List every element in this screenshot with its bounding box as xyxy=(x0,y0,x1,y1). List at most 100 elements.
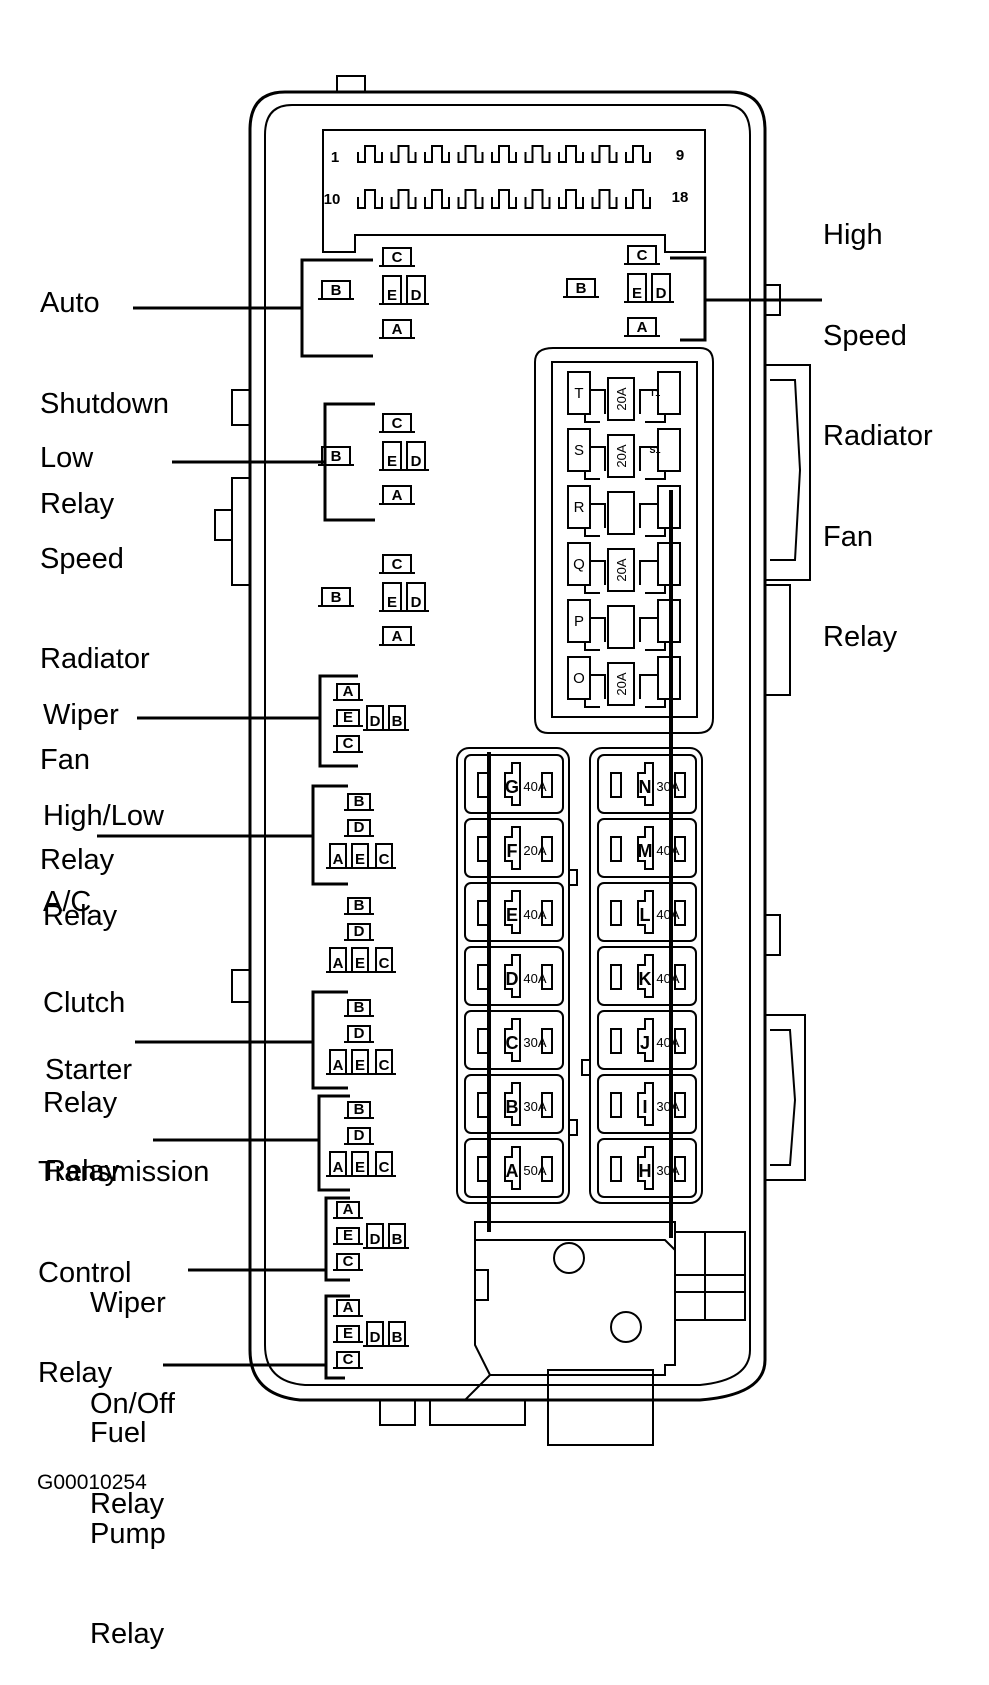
relay-high-speed-fan-pin-c: C xyxy=(624,245,660,265)
maxi-block-right-tab xyxy=(581,1059,591,1076)
bracket-trans xyxy=(153,1094,350,1192)
bracket-wiper-hl xyxy=(137,674,358,768)
maxi-fuse-rating: 40A xyxy=(523,907,546,922)
relay-pin-letter: A xyxy=(343,1299,354,1316)
connector-pin xyxy=(390,189,417,209)
housing-top-tab xyxy=(336,75,366,93)
relay-pin-letter: D xyxy=(656,285,667,302)
connector-pin xyxy=(625,189,651,209)
housing-bottom-tab-2 xyxy=(429,1399,526,1426)
terminal-block-ledge xyxy=(475,1239,676,1251)
housing-right-latch-1b xyxy=(770,379,802,561)
relay-wiper-on-off-pin-a: A xyxy=(333,1201,363,1219)
mini-fuse-block-outline xyxy=(534,347,714,734)
relay-pin-letter: E xyxy=(632,285,642,302)
maxi-fuse-rating: 30A xyxy=(656,1163,679,1178)
connector-pin xyxy=(625,145,651,163)
connector-pin xyxy=(524,189,551,209)
relay-spare-1-pin-c: C xyxy=(379,554,415,574)
relay-pin-letter: A xyxy=(343,1201,354,1218)
label-transmission-control-relay: Transmission Control Relay xyxy=(38,1156,210,1389)
relay-pin-letter: E xyxy=(343,1325,353,1342)
housing-right-latch-2 xyxy=(765,1014,806,1181)
maxi-block-left-tab-2 xyxy=(568,1119,578,1136)
relay-pin-letter: D xyxy=(370,713,381,730)
relay-pin-letter: C xyxy=(637,247,648,264)
terminal-block-right-rail xyxy=(675,1231,746,1321)
connector-pin xyxy=(591,189,618,209)
terminal-block-outline xyxy=(474,1221,676,1376)
bracket-starter xyxy=(135,990,348,1090)
relay-fuel-pump-pin-c: C xyxy=(333,1351,363,1369)
relay-ac-clutch-pin-a: A xyxy=(326,843,350,869)
maxi-fuse-rating: 40A xyxy=(656,907,679,922)
relay-pin-letter: B xyxy=(331,589,342,606)
maxi-fuse-h: H 30A xyxy=(597,1138,697,1198)
maxi-fuse-letter: G xyxy=(505,777,519,797)
bracket-low-speed-fan xyxy=(172,402,375,522)
label-fuel-pump-relay: Fuel Pump Relay xyxy=(90,1417,166,1650)
relay-pin-letter: C xyxy=(343,1351,354,1368)
bracket-high-speed-fan xyxy=(670,256,822,342)
terminal-block-notch xyxy=(475,1269,489,1301)
maxi-fuse-letter: K xyxy=(639,969,652,989)
label-ac-clutch-relay: A/C Clutch Relay xyxy=(43,886,126,1119)
relay-auto-shutdown-pin-b: B xyxy=(318,280,354,300)
relay-pin-letter: A xyxy=(637,319,648,336)
relay-pin-letter: E xyxy=(387,287,397,304)
relay-spare-1-pin-b: B xyxy=(318,587,354,607)
relay-ac-clutch-pin-e: E xyxy=(348,843,372,869)
bracket-fuel-pump xyxy=(163,1294,350,1380)
mini-fuse-letter: P xyxy=(574,613,584,630)
relay-pin-letter: D xyxy=(354,923,365,940)
relay-auto-shutdown-pin-e: E xyxy=(379,275,405,305)
relay-pin-letter: D xyxy=(354,819,365,836)
relay-ac-clutch-pin-c: C xyxy=(372,843,396,869)
relay-wiper-high-low-pin-b: B xyxy=(385,705,409,731)
relay-spare-2-pin-a: A xyxy=(326,947,350,973)
mini-fuse-rating: 20A xyxy=(614,558,629,581)
relay-auto-shutdown-pin-c: C xyxy=(379,247,415,267)
label-wiper-high-low-relay: Wiper High/Low Relay xyxy=(43,699,164,932)
relay-transmission-control-pin-a: A xyxy=(326,1151,350,1177)
mini-fuse-rating: 20A xyxy=(614,444,629,467)
connector-number-9: 9 xyxy=(676,147,684,164)
bus-bars xyxy=(487,490,673,1238)
maxi-fuse-rating: 30A xyxy=(523,1099,546,1114)
maxi-fuse-letter: H xyxy=(639,1161,652,1181)
housing-right-latch-2b xyxy=(770,1029,797,1166)
relay-pin-letter: A xyxy=(333,851,344,868)
relay-pin-letter: E xyxy=(355,851,365,868)
relay-high-speed-fan-pin-e: E xyxy=(624,273,650,303)
relay-pin-letter: E xyxy=(387,453,397,470)
relay-fuel-pump-pin-b: B xyxy=(385,1321,409,1347)
relay-transmission-control-pin-b: B xyxy=(344,1101,374,1119)
relay-pin-letter: A xyxy=(333,955,344,972)
relay-low-speed-fan-pin-a: A xyxy=(379,485,415,505)
relay-high-speed-fan-pin-a: A xyxy=(624,317,660,337)
relay-pin-letter: C xyxy=(343,1253,354,1270)
relay-pin-letter: B xyxy=(354,793,365,810)
maxi-fuse-letter: D xyxy=(506,969,519,989)
maxi-fuse-letter: F xyxy=(507,841,518,861)
maxi-fuse-letter: N xyxy=(639,777,652,797)
relay-pin-letter: C xyxy=(379,955,390,972)
relay-pin-letter: E xyxy=(343,1227,353,1244)
relay-wiper-on-off-pin-b: B xyxy=(385,1223,409,1249)
maxi-fuse-letter: A xyxy=(506,1161,519,1181)
relay-spare-1-pin-a: A xyxy=(379,626,415,646)
relay-pin-letter: B xyxy=(392,1231,403,1248)
housing-left-tab xyxy=(231,389,251,426)
relay-pin-letter: D xyxy=(411,453,422,470)
